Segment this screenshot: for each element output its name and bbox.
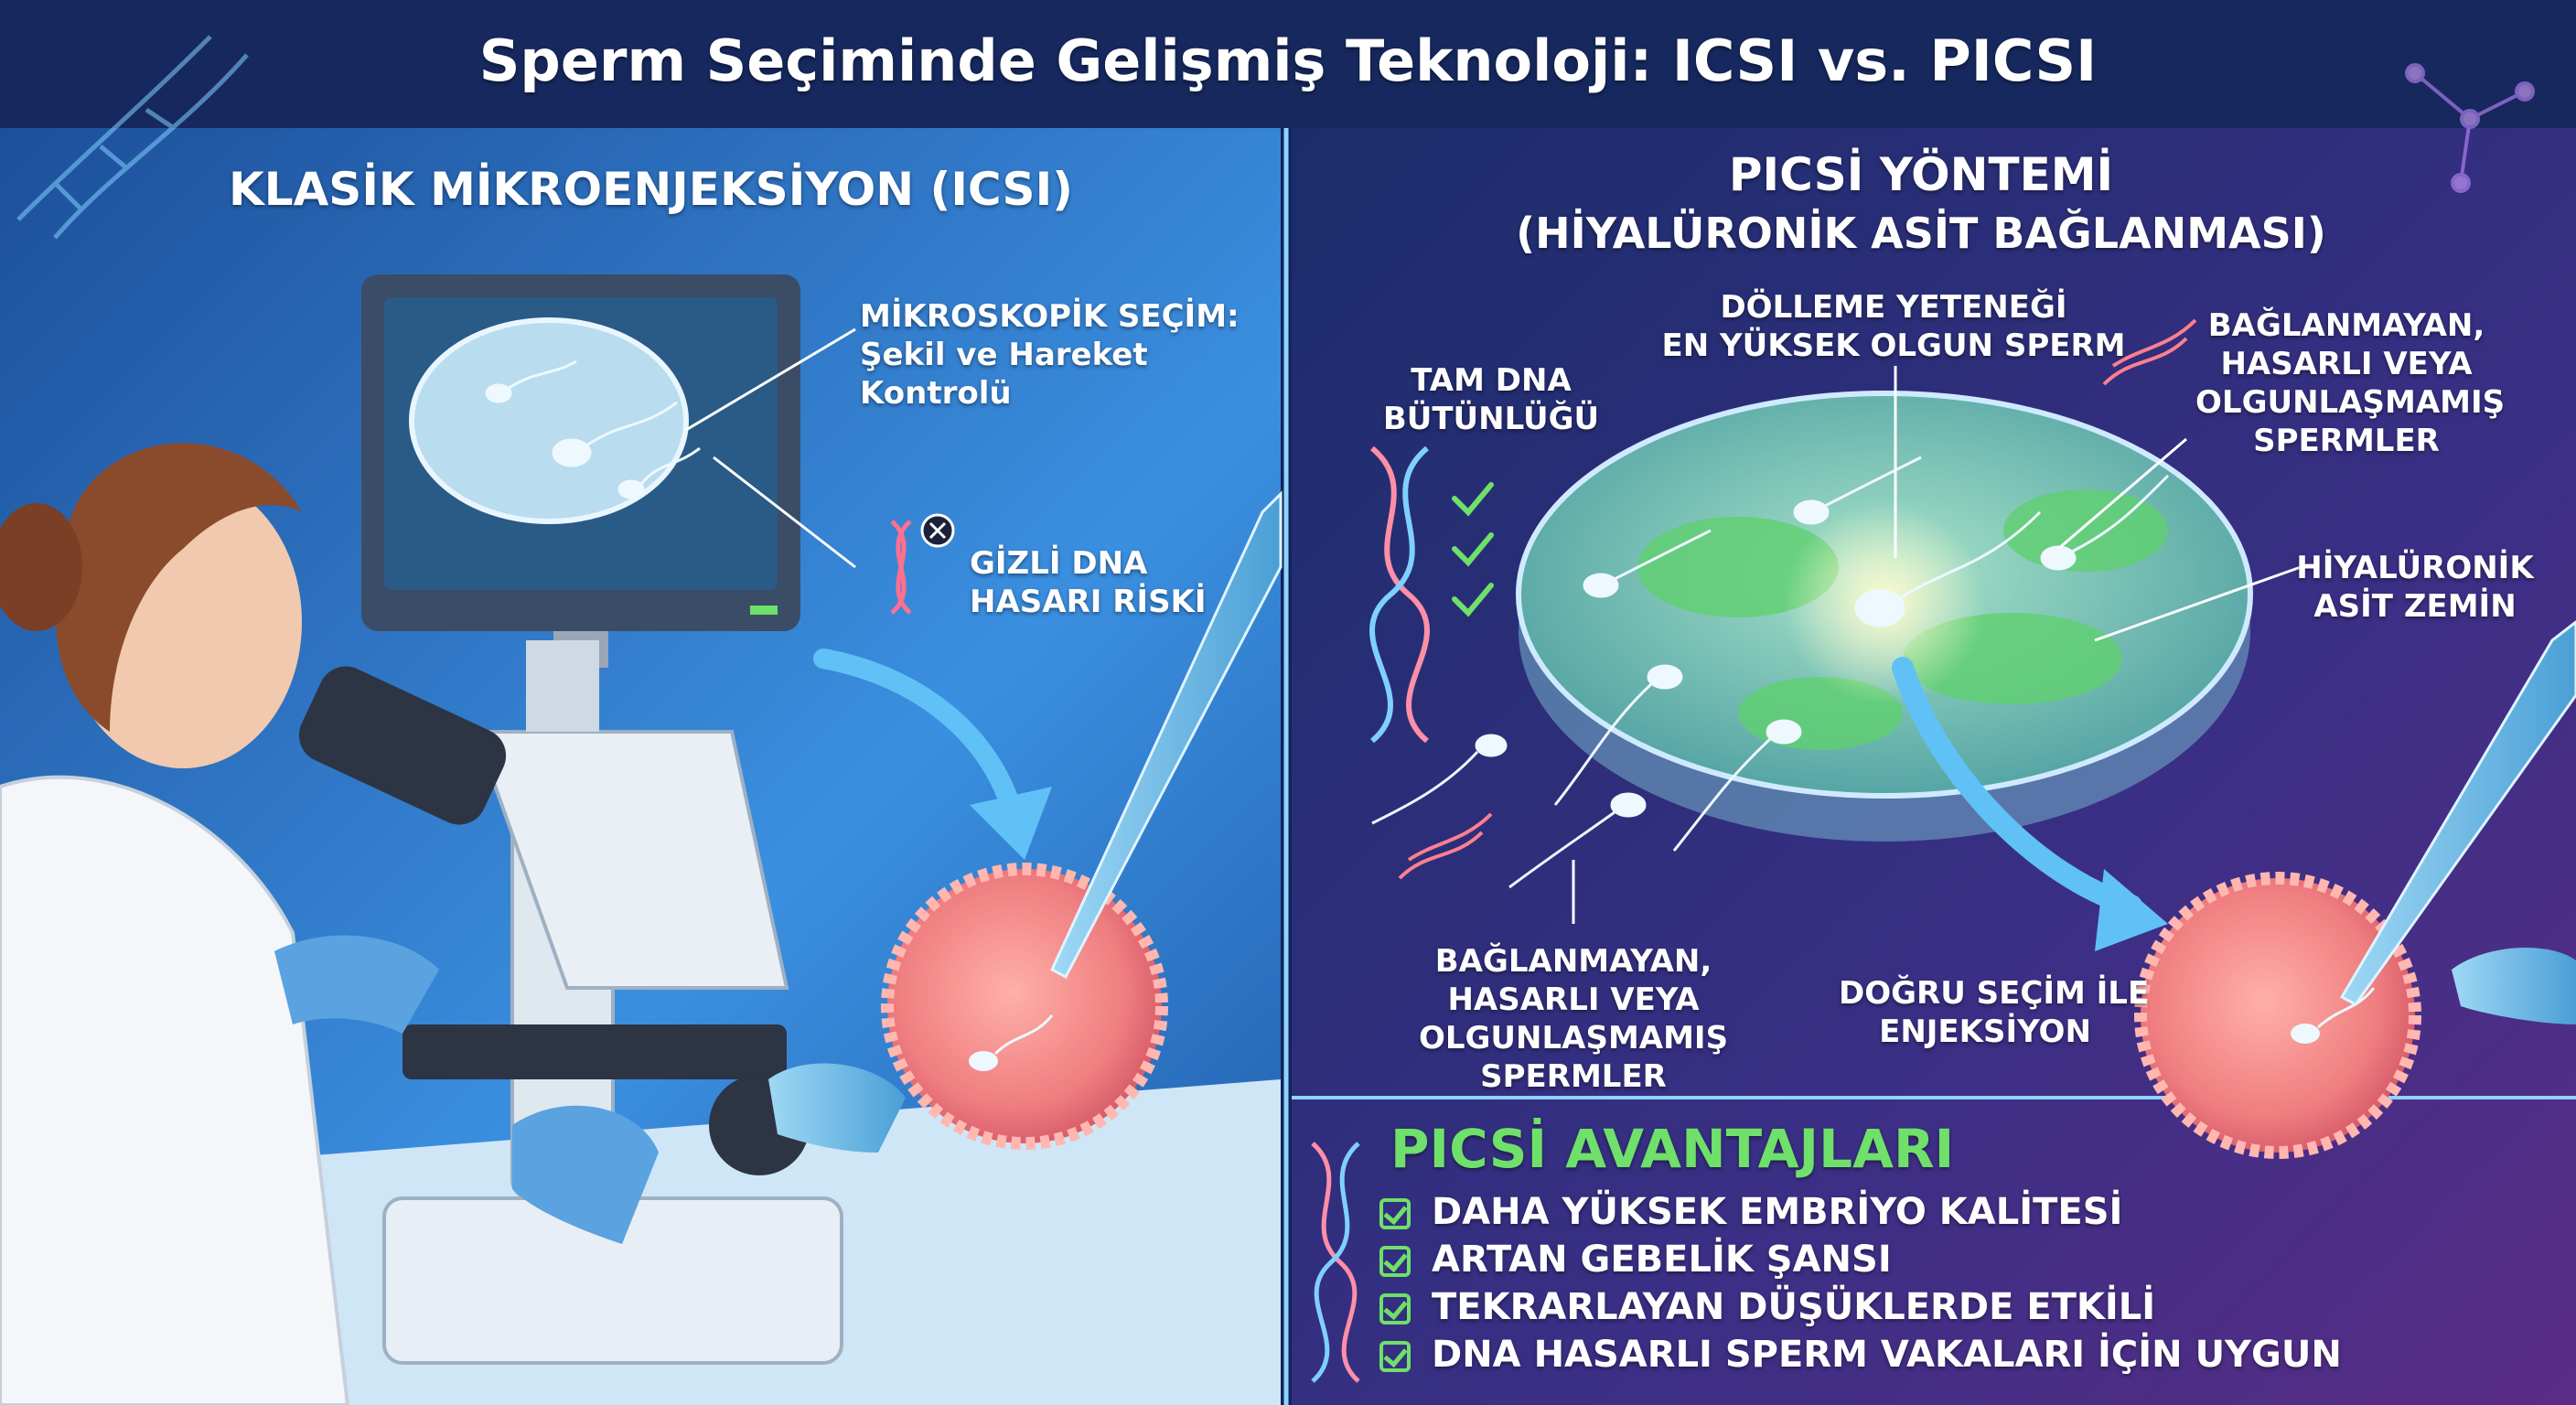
icsi-heading: KLASİK MİKROENJEKSİYON (ICSI) [229,163,1074,216]
advantage-item: DAHA YÜKSEK EMBRİYO KALİTESİ [1432,1191,2123,1233]
pipette-right [2339,620,2576,1006]
monitor-sperm [485,359,701,499]
label-microscopic-selection: MİKROSKOPİK SEÇİM: Şekil ve Hareket Kont… [860,298,1240,412]
label-dna-risk: GİZLİ DNA HASARI RİSKİ [970,545,1207,620]
scientist [0,443,659,1405]
label-unbound-top: BAĞLANMAYAN, HASARLI VEYA OLGUNLAŞMAMIŞ … [2195,307,2506,459]
dna-risk-icon [890,513,955,615]
hyaluronic-dish [1516,391,2253,842]
microscope [298,640,843,1365]
check-icon [1379,1341,1411,1372]
monitor [361,274,800,668]
check-icon [1379,1293,1411,1325]
molecule-decoration-icon [2405,63,2535,193]
label-ha-base: HİYALÜRONİK ASİT ZEMİN [2296,550,2534,625]
label-full-dna: TAM DNA BÜTÜNLÜĞÜ [1382,362,1600,437]
advantages-dna-icon [1311,1142,1360,1383]
dna-decoration-icon [16,35,249,240]
check-icon [1379,1246,1411,1277]
picsi-heading: PICSİ YÖNTEMİ [1728,148,2114,201]
egg-cell-right [2134,872,2421,1159]
picsi-subheading: (HİYALÜRONİK ASİT BAĞLANMASI) [1516,209,2326,258]
advantage-item: DNA HASARLI SPERM VAKALARI İÇİN UYGUN [1432,1334,2342,1376]
holding-pipette-right [2452,948,2576,1024]
holding-pipette [768,1063,906,1153]
check-icon [1379,1198,1411,1229]
advantage-item: TEKRARLAYAN DÜŞÜKLERDE ETKİLİ [1432,1286,2156,1328]
label-unbound-bottom: BAĞLANMAYAN, HASARLI VEYA OLGUNLAŞMAMIŞ … [1418,943,1729,1095]
advantages-title: PICSİ AVANTAJLARI [1390,1118,1955,1180]
label-best-sperm: DÖLLEME YETENEĞİ EN YÜKSEK OLGUN SPERM [1661,289,2126,364]
dna-integrity-icon [1369,445,1494,744]
arrow-right-icon [1892,657,2142,917]
dish-sperm [1371,456,2170,889]
arrow-left-icon [813,649,1025,833]
pipette-left [1050,490,1283,980]
page-title: Sperm Seçiminde Gelişmiş Teknoloji: ICSI… [478,27,2098,94]
label-injection: DOĞRU SEÇİM İLE ENJEKSİYON [1839,975,2150,1050]
advantage-item: ARTAN GEBELİK ŞANSI [1432,1239,1892,1281]
egg-cell-left [881,863,1168,1150]
damaged-dna-icon [1398,318,2197,880]
